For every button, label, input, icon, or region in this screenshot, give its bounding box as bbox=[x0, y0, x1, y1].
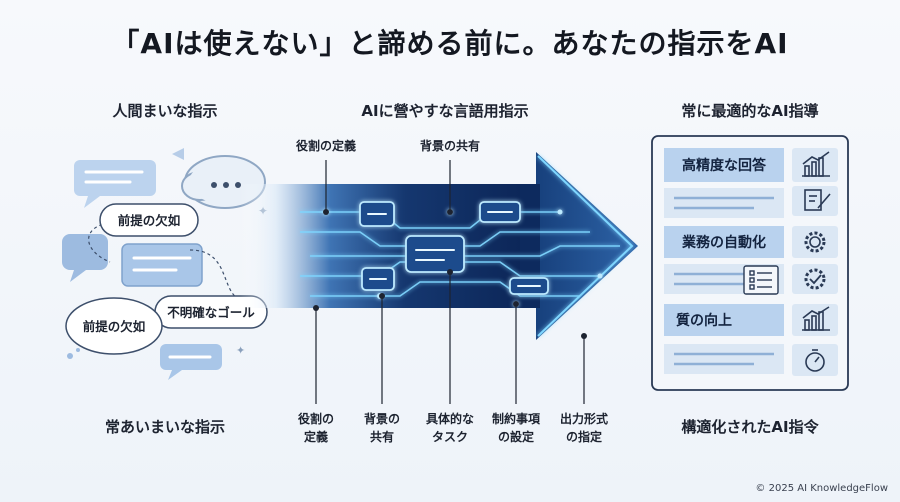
result-panel: 高精度な回答 業務の自動化 bbox=[651, 135, 849, 391]
bottom-step-5-line2: の指定 bbox=[566, 429, 602, 444]
bottom-step-1: 役割の 定義 bbox=[298, 305, 334, 444]
bubble-unclear-goal: 不明確なゴール bbox=[154, 295, 268, 329]
bottom-step-2: 背景の 共有 bbox=[364, 293, 400, 444]
heading-left-top: 人間まいな指示 bbox=[112, 102, 218, 120]
bubble-premise-1-text: 前提の欠如 bbox=[118, 213, 181, 228]
bottom-step-3-line2: タスク bbox=[432, 430, 468, 444]
bottom-step-5: 出力形式 の指定 bbox=[560, 333, 608, 444]
bottom-step-5-line1: 出力形式 bbox=[560, 411, 608, 426]
heading-left-bottom: 常あいまいな指示 bbox=[104, 418, 225, 436]
gear-icon bbox=[804, 231, 826, 253]
bar-chart-up-icon bbox=[802, 306, 830, 331]
top-label-role-text: 役割の定義 bbox=[296, 138, 356, 153]
bottom-step-2-line2: 共有 bbox=[370, 429, 394, 444]
gear-check-icon bbox=[804, 268, 826, 290]
panel-item-3: 質の向上 bbox=[676, 312, 732, 329]
bubble-cluster: 前提の欠如 不明確なゴール 前提の欠如 ✦ ✦ bbox=[62, 148, 268, 380]
bottom-step-4-line1: 制約事項 bbox=[492, 411, 541, 426]
heading-center-top: AIに營やすな言語用指示 bbox=[361, 102, 529, 120]
bottom-step-4: 制約事項 の設定 bbox=[492, 301, 541, 444]
top-label-context-text: 背景の共有 bbox=[420, 138, 480, 153]
document-edit-icon bbox=[804, 189, 831, 211]
chat-bubble-shape bbox=[74, 160, 156, 196]
bottom-step-3: 具体的な タスク bbox=[426, 269, 474, 444]
heading-right-top: 常に最適的なAI指導 bbox=[681, 102, 819, 120]
panel-item-2: 業務の自動化 bbox=[681, 234, 766, 251]
chat-bubble-shape bbox=[62, 234, 108, 270]
bottom-step-1-line1: 役割の bbox=[298, 411, 334, 426]
bubble-premise-1: 前提の欠如 bbox=[99, 203, 199, 237]
top-label-context: 背景の共有 bbox=[420, 138, 480, 215]
stopwatch-icon bbox=[805, 349, 825, 372]
bubble-premise-2-text: 前提の欠如 bbox=[83, 319, 146, 334]
checklist-icon bbox=[749, 270, 772, 290]
bubble-premise-2: 前提の欠如 bbox=[65, 297, 163, 355]
bubble-unclear-goal-text: 不明確なゴール bbox=[167, 305, 255, 320]
bottom-step-3-line1: 具体的な bbox=[426, 411, 474, 426]
bar-chart-up-icon bbox=[802, 151, 830, 177]
panel-item-1: 高精度な回答 bbox=[682, 157, 767, 174]
bottom-step-4-line2: の設定 bbox=[498, 429, 534, 444]
bottom-step-1-line2: 定義 bbox=[304, 429, 328, 444]
transform-arrow bbox=[240, 152, 638, 340]
top-label-role: 役割の定義 bbox=[296, 138, 356, 215]
bottom-step-2-line1: 背景の bbox=[364, 411, 400, 426]
page-title: 「AIは使えない」と諦める前に。あなたの指示をAI bbox=[111, 27, 789, 60]
heading-right-bottom: 構適化されたAI指令 bbox=[681, 418, 819, 436]
copyright-footer: © 2025 AI KnowledgeFlow bbox=[755, 483, 888, 494]
svg-text:✦: ✦ bbox=[236, 344, 245, 357]
